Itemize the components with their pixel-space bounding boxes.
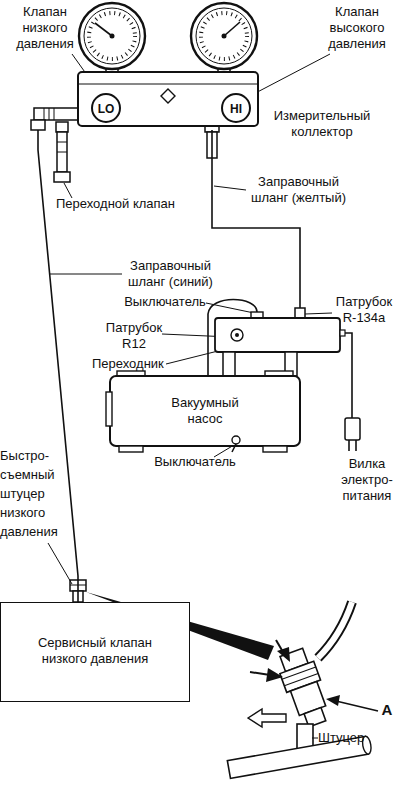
part-label: Выключатель: [150, 454, 240, 470]
arrow-shaft: [250, 672, 270, 675]
arrow-head: [326, 695, 340, 706]
adapter-leg: [223, 352, 235, 376]
hose-ferrule: [207, 132, 217, 158]
pump-foot: [119, 446, 143, 452]
gauge-manifold: Измерительный коллекторLOHI: [30, 68, 262, 130]
coupler-sleeve: [70, 580, 86, 591]
low-valve-knob: LO: [91, 93, 121, 123]
fitting-body: [34, 108, 80, 120]
arrow-head: [266, 668, 283, 682]
leader-line: [305, 313, 332, 314]
power-plug: [345, 418, 360, 451]
valve-ridge: [57, 152, 67, 153]
pump-switch: [232, 436, 240, 444]
callout-letter: A: [378, 702, 396, 718]
yellow-charging-hose: [212, 130, 300, 308]
gauge-pivot: [110, 34, 115, 39]
cord-outlet: [340, 330, 345, 336]
fitting-ridge: [44, 108, 45, 120]
valve-cap: [54, 172, 70, 182]
pump-switch-lever: [232, 444, 236, 452]
valve-nut: [56, 122, 68, 132]
fitting-nut: [31, 120, 45, 130]
leader-line: [214, 186, 246, 190]
gauge-dial: [196, 8, 252, 64]
gauge-needle: [95, 23, 112, 36]
manifold-edge: [78, 84, 258, 85]
node-title: Измерительный коллектор: [262, 108, 382, 140]
node-title: HI: [223, 101, 249, 117]
gauge-needle: [224, 22, 240, 36]
leader-line: [312, 738, 318, 739]
part-label: Клапан низкого давления: [4, 4, 86, 52]
center-hose-fitting: [205, 124, 219, 158]
coupler-body: [73, 591, 83, 602]
part-label: Патрубок R-134a: [330, 294, 398, 326]
part-label: Переходной клапан: [56, 196, 186, 212]
node-title: Сервисный клапан низкого давления: [19, 635, 171, 667]
node-title: LO: [93, 101, 119, 117]
hose-label: Заправочный шланг (желтый): [246, 174, 351, 206]
gauge-pivot: [222, 34, 227, 39]
fitting-ridge: [54, 108, 55, 120]
hose-label: Заправочный шланг (синий): [118, 258, 223, 290]
r12-port-center: [235, 333, 239, 337]
high-pressure-gauge: [191, 3, 257, 74]
gauge-bezel: [79, 3, 145, 69]
part-label: Переходник: [92, 356, 178, 372]
service-valve-box: Сервисный клапан низкого давления: [0, 602, 190, 702]
plug-prong: [348, 440, 350, 451]
part-label: Патрубок R12: [98, 320, 170, 352]
low-pressure-gauge: [79, 3, 145, 74]
leader-line: [206, 303, 254, 313]
leader-line: [64, 183, 72, 198]
power-cord: [344, 333, 352, 418]
gauge-bezel: [191, 3, 257, 69]
leader-line: [336, 701, 378, 711]
collar-ridge: [282, 667, 316, 679]
part-label: Штуцер: [318, 730, 384, 746]
plug-prong: [355, 440, 357, 451]
part-label: Выключатель: [120, 294, 210, 310]
transit-valve: [54, 122, 70, 182]
part-label: Быстро-съемный штуцер низкого давления: [0, 446, 66, 541]
quick-coupler: [70, 580, 86, 602]
pull-arrow: [248, 709, 286, 727]
valve-body: [57, 132, 67, 172]
fitting-ridge: [49, 108, 50, 120]
part-label: Клапан высокого давления: [316, 4, 398, 52]
hose-inner: [318, 602, 352, 658]
gauge-scale: [201, 13, 247, 59]
pump-foot: [263, 446, 287, 452]
pump-handle: [106, 392, 112, 426]
leader-line: [166, 350, 222, 364]
adapter-block: [215, 318, 340, 352]
r12-port: [231, 329, 243, 341]
plug-body: [345, 418, 360, 440]
high-valve-knob: HI: [221, 93, 251, 123]
gauge-dial: [84, 8, 140, 64]
part-label: Вилка электро-питания: [334, 456, 400, 504]
leader-line: [48, 543, 72, 584]
manifold-diamond: [161, 89, 175, 103]
arrow-head: [277, 647, 290, 662]
hose-outline: [318, 602, 352, 658]
leader-line: [50, 274, 122, 275]
pump-body: [110, 376, 300, 446]
manifold-body: [78, 72, 258, 126]
coupler-ridge: [70, 585, 86, 586]
node-title: Вакуумный насос: [155, 395, 255, 427]
valve-ridge: [57, 142, 67, 143]
r134a-port: [295, 308, 305, 318]
gauge-scale: [89, 13, 135, 59]
